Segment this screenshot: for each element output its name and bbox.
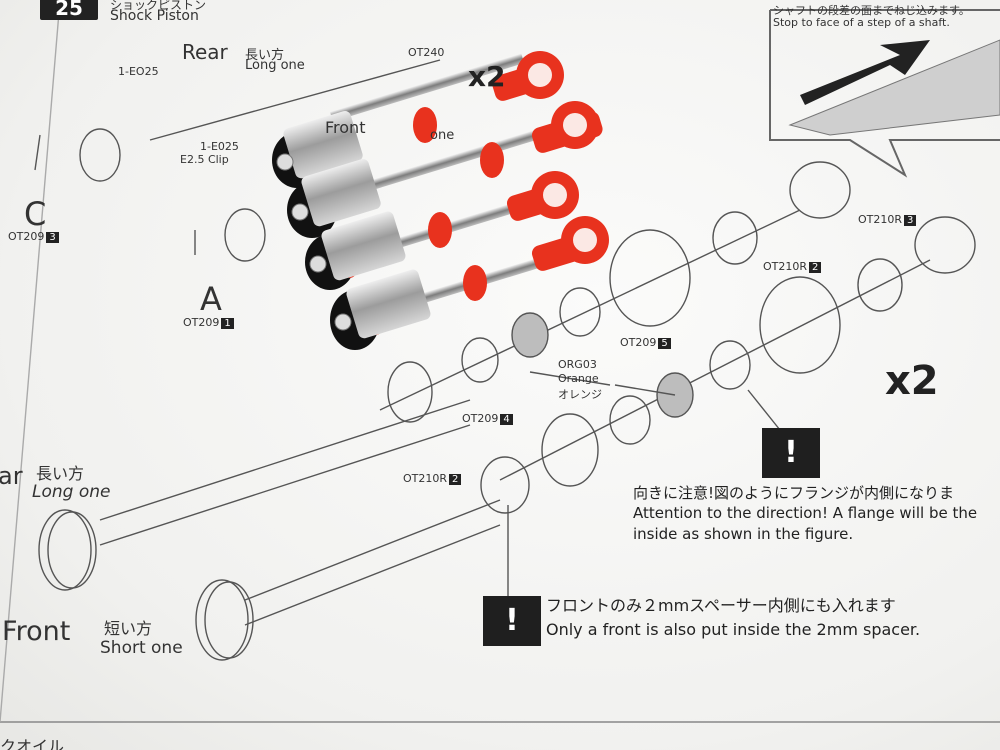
tag-4: 4 [500,414,513,425]
part-ot209-1-text: OT209 [183,316,220,329]
shock-2 [287,101,603,238]
letter-a: A [200,280,222,318]
next-section-jp: クオイル [0,737,65,750]
tag-1: 1 [221,318,234,329]
letter-c: C [24,195,47,233]
note-direction-en1: Attention to the direction! A flange wil… [633,504,978,522]
long-jp-lower: 長い方 [36,464,85,483]
note-direction-jp: 向きに注意!図のようにフランジが内側になりま [633,484,955,502]
alert-icon-direction: ! [762,428,820,478]
long-en-lower: Long one [32,482,111,502]
front-label-top: Front [325,118,366,137]
step-number: 25 [40,0,98,20]
rear-long-en: Long one [245,58,305,73]
front-one-label: one [430,128,455,143]
part-ot209-4-text: OT209 [462,412,499,425]
rear-label: Rear [182,40,228,64]
tag-5: 5 [658,338,671,349]
part-orange-jp: オレンジ [558,388,602,401]
front-label-lower: Front [2,616,71,647]
rear-long-jp: 長い方 [245,48,285,63]
part-orange-en: Orange [558,372,599,385]
part-ot210r-2-lower-text: OT210R [403,472,448,485]
shock-4 [330,216,609,350]
part-1e025: 1-E025 [200,140,239,153]
short-jp: 短い方 [104,619,153,638]
part-ot240: OT240 [408,46,445,59]
tag-3b: 3 [904,215,917,226]
part-ot210r-3-text: OT210R [858,213,903,226]
shock-3 [305,171,579,290]
tag-2b: 2 [449,474,462,485]
tag-2: 2 [809,262,822,273]
step-title-jp: ショックピストン [110,0,207,12]
callout-jp: シャフトの段差の面までねじ込みます。 [773,4,970,17]
shock-1 [272,51,564,188]
part-ot209-5-text: OT209 [620,336,657,349]
part-1e025-top: 1-EO25 [118,65,159,78]
step-title-en: Shock Piston [110,8,199,24]
part-ot210r-2-upper-text: OT210R [763,260,808,273]
alert-icon-spacer: ! [483,596,541,646]
note-direction-en2: inside as shown in the figure. [633,525,854,543]
x2-right: x2 [885,358,939,404]
tag-3: 3 [46,232,59,243]
short-en: Short one [100,638,183,658]
callout-en: Stop to face of a step of a shaft. [773,16,950,29]
rear-label-lower: ar [0,462,23,490]
part-ot209-3-text: OT209 [8,230,45,243]
x2-top: x2 [468,60,506,93]
note-spacer-en: Only a front is also put inside the 2mm … [546,620,921,639]
note-spacer-jp: フロントのみ２mmスペーサー内側にも入れます [546,596,896,615]
part-org03: ORG03 [558,358,597,371]
part-e25-clip: E2.5 Clip [180,153,229,166]
